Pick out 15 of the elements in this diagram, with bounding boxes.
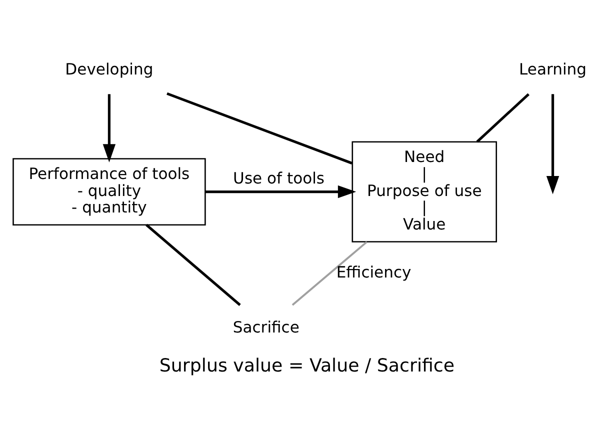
edge-label: Use of tools: [233, 170, 325, 188]
connector: [476, 93, 530, 143]
node-text: Sacrifice: [232, 318, 300, 337]
connector: [166, 92, 352, 164]
node-box: Need | Purpose of use | Value: [352, 141, 497, 242]
arrow: [546, 94, 560, 194]
edge-label: Efficiency: [336, 264, 412, 282]
caption: Surplus value = Value / Sacrifice: [159, 356, 455, 377]
arrow: [102, 94, 116, 162]
node-box: Performance of tools - quality - quantity: [12, 158, 206, 226]
connector: [146, 224, 241, 306]
connector: [292, 241, 368, 306]
node-text: Learning: [519, 60, 587, 79]
arrow: [205, 185, 356, 198]
node-text: Developing: [65, 60, 154, 79]
